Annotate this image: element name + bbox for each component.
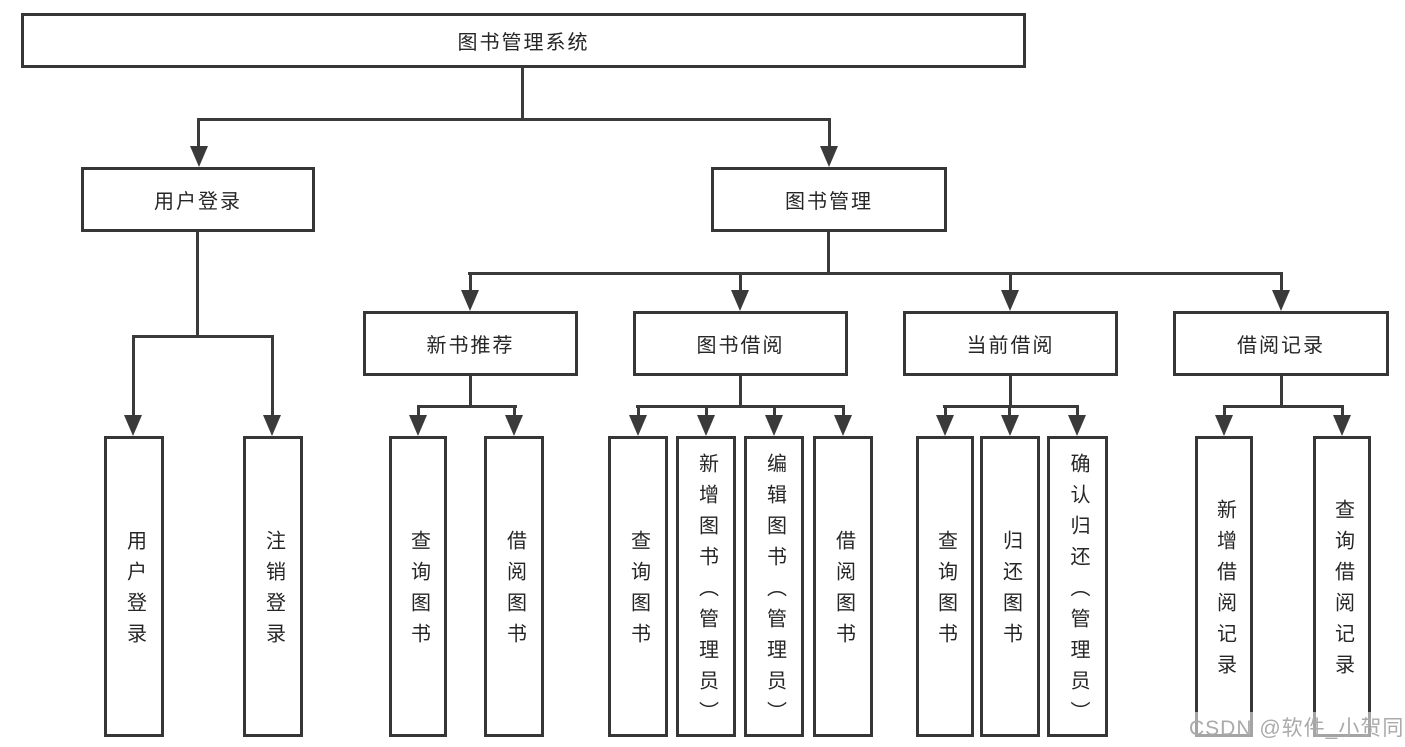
leaf-add-book-admin: 新增图书（管理员） (676, 436, 736, 737)
leaf-logout-label: 注销登录 (262, 530, 285, 654)
arrow-down-icon (820, 146, 838, 167)
arrow-down-icon (1333, 415, 1351, 436)
connector-root-stem (521, 68, 524, 120)
watermark: CSDN @软件_小贺同学 (1186, 712, 1405, 742)
connector-current-borrowing-stem (1009, 376, 1012, 407)
arrow-down-icon (190, 146, 208, 167)
connector-stem-leaf (1223, 405, 1226, 417)
connector-book-management-hbar (468, 272, 1282, 275)
connector-current-borrowing-hbar (943, 405, 1079, 408)
arrow-down-icon (461, 290, 479, 311)
arrow-down-icon (765, 415, 783, 436)
connector-stem-leaf (944, 405, 947, 417)
node-root-label: 图书管理系统 (457, 32, 590, 54)
connector-stem-leaf (773, 405, 776, 417)
leaf-query-borrow-record-label: 查询借阅记录 (1331, 499, 1354, 685)
leaf-add-borrow-record-label: 新增借阅记录 (1213, 499, 1236, 685)
leaf-query-books-borrowing: 查询图书 (608, 436, 668, 737)
arrow-down-icon (263, 415, 281, 436)
leaf-edit-book-admin-label: 编辑图书（管理员） (763, 452, 786, 732)
arrow-down-icon (505, 415, 523, 436)
arrow-down-icon (629, 415, 647, 436)
leaf-query-books-borrowing-label: 查询图书 (627, 530, 650, 654)
connector-stem-leaf (1009, 272, 1012, 293)
leaf-edit-book-admin: 编辑图书（管理员） (744, 436, 804, 737)
connector-root-hbar (197, 118, 831, 121)
connector-stem-leaf (469, 272, 472, 293)
node-user-login: 用户登录 (81, 167, 315, 232)
leaf-borrow-books-borrowing-label: 借阅图书 (832, 530, 855, 654)
connector-stem-leaf (132, 335, 135, 417)
node-borrowing-records-label: 借阅记录 (1237, 335, 1325, 357)
arrow-down-icon (409, 415, 427, 436)
connector-stem-leaf (637, 405, 640, 417)
leaf-return-books-label: 归还图书 (999, 530, 1022, 654)
connector-book-borrowing-stem (739, 376, 742, 407)
connector-borrowing-records-stem (1280, 376, 1283, 407)
connector-borrowing-records-hbar (1223, 405, 1344, 408)
connector-stem-leaf (417, 405, 420, 417)
arrow-down-icon (1001, 290, 1019, 311)
node-book-borrowing: 图书借阅 (633, 311, 848, 376)
connector-new-book-stem (469, 376, 472, 407)
node-current-borrowing: 当前借阅 (903, 311, 1118, 376)
connector-stem-leaf (513, 405, 516, 417)
leaf-query-books-current: 查询图书 (916, 436, 974, 737)
leaf-add-book-admin-label: 新增图书（管理员） (695, 452, 718, 732)
connector-new-book-hbar (417, 405, 517, 408)
leaf-borrow-books-borrowing: 借阅图书 (813, 436, 873, 737)
node-new-book-recommend: 新书推荐 (363, 311, 578, 376)
arrow-down-icon (834, 415, 852, 436)
connector-stem-leaf (1008, 405, 1011, 417)
node-book-borrowing-label: 图书借阅 (696, 335, 785, 357)
arrow-down-icon (697, 415, 715, 436)
connector-stem-leaf (1076, 405, 1079, 417)
arrow-down-icon (936, 415, 954, 436)
node-book-management-label: 图书管理 (785, 191, 873, 213)
node-book-management: 图书管理 (711, 167, 947, 232)
leaf-query-books-recommend-label: 查询图书 (407, 530, 430, 654)
connector-stem-leaf (1280, 272, 1283, 293)
arrow-down-icon (731, 290, 749, 311)
leaf-query-books-current-label: 查询图书 (934, 530, 957, 654)
arrow-down-icon (1215, 415, 1233, 436)
node-borrowing-records: 借阅记录 (1173, 311, 1389, 376)
connector-user-login-hbar (132, 335, 274, 338)
connector-stem-leaf (739, 272, 742, 293)
leaf-return-books: 归还图书 (980, 436, 1040, 737)
node-new-book-recommend-label: 新书推荐 (426, 335, 515, 357)
connector-stem-leaf (1341, 405, 1344, 417)
arrow-down-icon (1001, 415, 1019, 436)
connector-stem-leaf (705, 405, 708, 417)
leaf-user-login-label: 用户登录 (123, 530, 146, 654)
leaf-borrow-books-recommend: 借阅图书 (484, 436, 544, 737)
leaf-add-borrow-record: 新增借阅记录 (1195, 436, 1253, 737)
node-current-borrowing-label: 当前借阅 (966, 335, 1055, 357)
node-root: 图书管理系统 (21, 13, 1026, 68)
connector-book-management-stem (827, 232, 830, 274)
connector-book-borrowing-hbar (636, 405, 845, 408)
connector-stem-leaf (842, 405, 845, 417)
connector-stem-leaf (271, 335, 274, 417)
leaf-query-books-recommend: 查询图书 (389, 436, 447, 737)
leaf-confirm-return-admin: 确认归还（管理员） (1047, 436, 1108, 737)
leaf-user-login: 用户登录 (104, 436, 164, 737)
node-user-login-label: 用户登录 (154, 191, 242, 213)
arrow-down-icon (1272, 290, 1290, 311)
connector-stem-book-management (828, 118, 831, 149)
leaf-confirm-return-admin-label: 确认归还（管理员） (1067, 452, 1089, 732)
leaf-query-borrow-record: 查询借阅记录 (1313, 436, 1371, 737)
connector-user-login-stem (196, 232, 199, 337)
arrow-down-icon (1068, 415, 1086, 436)
leaf-logout: 注销登录 (243, 436, 303, 737)
connector-stem-user-login (197, 118, 200, 149)
arrow-down-icon (124, 415, 142, 436)
leaf-borrow-books-recommend-label: 借阅图书 (503, 530, 526, 654)
